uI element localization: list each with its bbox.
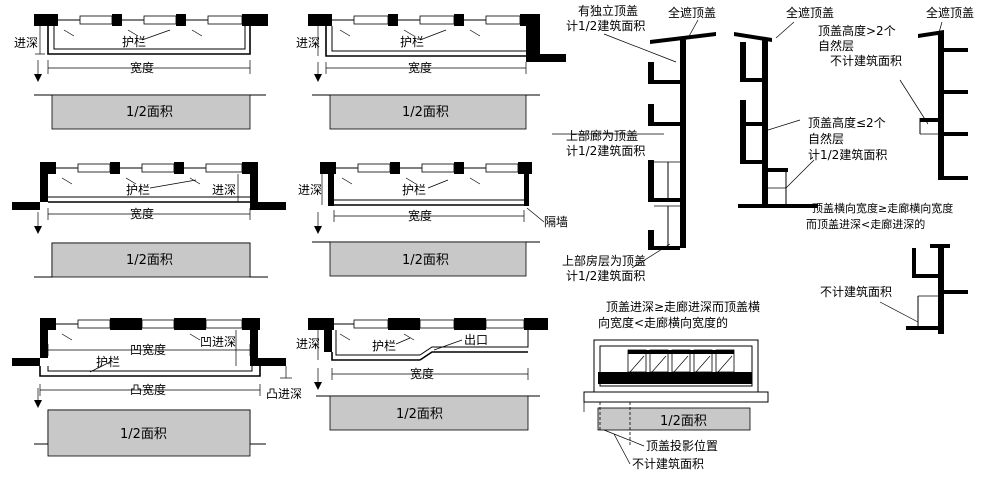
upper-room-line2: 计1/2建筑面积 (566, 268, 645, 283)
roof-width-line2: 而顶盖进深<走廊进深的 (806, 217, 925, 231)
half-area-label: 1/2面积 (126, 105, 173, 120)
upper-room-line1: 上部房层为顶盖 (562, 253, 646, 268)
exit-label: 出口 (464, 333, 488, 347)
roof-le2-line1: 顶盖高度≤2个 (808, 115, 886, 130)
railing-label: 护栏 (372, 338, 396, 353)
full-roof-c-label: 全遮顶盖 (926, 5, 974, 20)
railing-label: 护栏 (122, 34, 146, 49)
railing-label: 护栏 (126, 182, 150, 197)
concave-width-label: 凹宽度 (130, 342, 166, 357)
panel-balcony-concave-convex-bottom: 凹宽度 凹进深 护栏 凸宽度 凸进深 1/2面积 (12, 318, 302, 457)
roof-gt2-line3: 不计建筑面积 (830, 53, 902, 68)
full-roof-a-label: 全遮顶盖 (668, 5, 716, 20)
half-area-label: 1/2面积 (120, 427, 167, 442)
roof-gt2-line1: 顶盖高度>2个 (818, 23, 896, 38)
section-c-elevation: 顶盖高度>2个 自然层 不计建筑面积 全遮顶盖 顶盖横向宽度≥走廊横向宽度 而顶… (806, 5, 974, 334)
not-counted-label: 不计建筑面积 (820, 284, 892, 299)
upper-corridor-line1: 上部廊为顶盖 (566, 128, 638, 143)
own-roof-line1: 有独立顶盖 (578, 3, 638, 18)
concave-depth-label: 凹进深 (200, 335, 236, 349)
width-label: 宽度 (408, 60, 432, 75)
railing-label: 护栏 (96, 354, 120, 369)
plan-roof-projection: 顶盖进深≥走廊进深而顶盖横 向宽度<走廊横向宽度的 1/2面积 顶盖投影位置 不… (583, 299, 769, 471)
plan-half-area-label: 1/2面积 (660, 414, 707, 429)
roof-width-line1: 顶盖横向宽度≥走廊横向宽度 (812, 201, 953, 215)
width-label: 宽度 (410, 366, 434, 381)
roof-gt2-line2: 自然层 (818, 38, 854, 53)
railing-label: 护栏 (400, 34, 424, 49)
roof-projection-label: 顶盖投影位置 (646, 438, 718, 453)
full-roof-b-label: 全遮顶盖 (786, 5, 834, 20)
roof-le2-line2: 自然层 (808, 131, 844, 146)
convex-depth-label: 凸进深 (266, 387, 302, 401)
upper-corridor-line2: 计1/2建筑面积 (566, 143, 645, 158)
convex-width-label: 凸宽度 (130, 382, 166, 397)
partition-label: 隔墙 (544, 215, 568, 229)
roof-le2-line3: 计1/2建筑面积 (808, 147, 887, 162)
width-label: 宽度 (130, 206, 154, 221)
panel-balcony-partition-middle: 护栏 进深 隔墙 宽度 1/2面积 (298, 162, 568, 277)
half-area-label: 1/2面积 (396, 407, 443, 422)
depth-label: 进深 (296, 337, 320, 351)
panel-balcony-exit-bottom: 护栏 出口 进深 宽度 1/2面积 (296, 318, 548, 431)
half-area-label: 1/2面积 (402, 253, 449, 268)
depth-label: 进深 (14, 36, 38, 50)
panel-balcony-protruding-middle: 护栏 进深 宽度 1/2面积 (12, 162, 286, 278)
half-area-label: 1/2面积 (402, 105, 449, 120)
panel-balcony-recessed-top: 护栏 进深 宽度 1/2面积 (14, 14, 268, 130)
plan-cond-line1: 顶盖进深≥走廊进深而顶盖横 (606, 299, 760, 314)
section-b-elevation: 全遮顶盖 顶盖高度≤2个 自然层 计1/2建筑面积 (734, 5, 887, 208)
half-area-label: 1/2面积 (126, 253, 173, 268)
depth-label: 进深 (296, 36, 320, 50)
own-roof-line2: 计1/2建筑面积 (566, 18, 645, 33)
plan-cond-line2: 向宽度<走廊横向宽度的 (598, 315, 728, 330)
plan-not-counted-label: 不计建筑面积 (632, 456, 704, 471)
railing-label: 护栏 (402, 182, 426, 197)
section-a-elevation: 有独立顶盖 计1/2建筑面积 全遮顶盖 上部廊为顶盖 计1/2建筑面积 上部房层… (552, 3, 716, 283)
depth-label: 进深 (212, 183, 236, 197)
width-label: 宽度 (408, 208, 432, 223)
panel-balcony-corner-top: 护栏 进深 宽度 1/2面积 (296, 14, 566, 130)
depth-label: 进深 (298, 183, 322, 197)
width-label: 宽度 (130, 60, 154, 75)
